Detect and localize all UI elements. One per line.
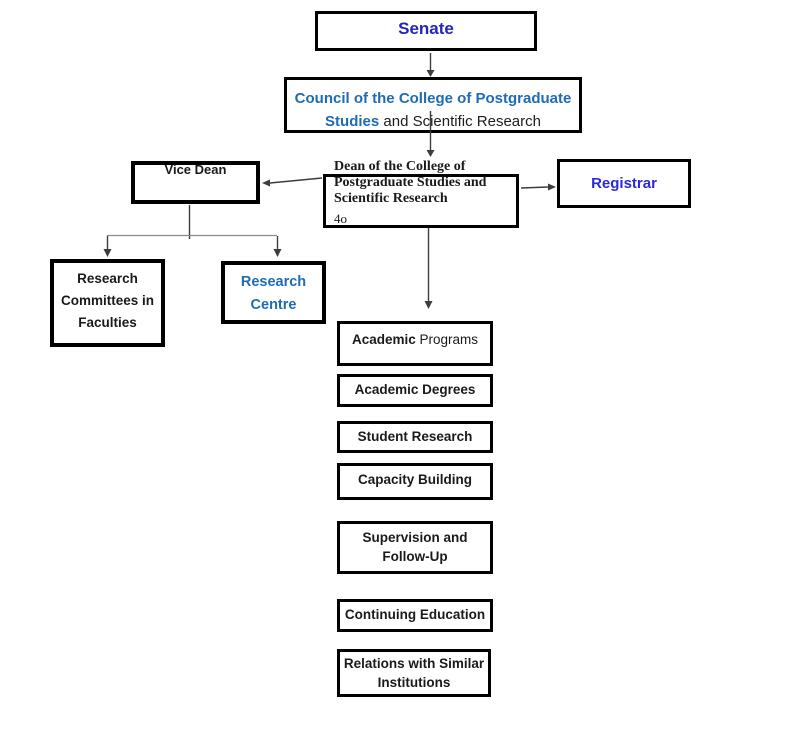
node-academic-degrees: Academic Degrees [337,374,493,407]
node-continuing-education-label: Continuing Education [344,607,486,622]
node-council: Council of the College of Postgraduate S… [284,77,582,133]
node-council-line2: Studies and Scientific Research [287,110,579,133]
node-relations-institutions: Relations with Similar Institutions [337,649,491,697]
node-dean: Dean of the College of Postgraduate Stud… [323,159,519,228]
node-research-centre-line1: Research [240,274,307,290]
node-senate: Senate [315,11,537,51]
node-research-committees: Research Committees in Faculties [50,259,165,347]
node-registrar-label: Registrar [591,175,657,192]
node-research-committees-line3: Faculties [78,315,137,330]
node-dean-note: 4o [334,211,347,226]
arrowhead-dean-vice-dean [262,179,270,187]
node-dean-title: Dean of the College of Postgraduate Stud… [326,159,516,207]
node-continuing-education: Continuing Education [337,599,493,632]
node-dean-line1: Dean of the College of [334,159,466,174]
node-supervision-line1: Supervision and [362,530,468,545]
node-dean-line2: Postgraduate Studies and [334,175,487,190]
connector-dean-vice-dean [269,177,323,184]
arrowhead-dean-registrar [548,183,556,191]
arrowhead-senate-council [426,70,435,77]
node-vice-dean-label: Vice Dean [164,162,227,177]
node-senate-label: Senate [398,19,454,38]
node-relations-line2: Institutions [377,675,451,690]
node-student-research: Student Research [337,421,493,453]
arrowhead-branch-committees [103,249,112,257]
arrowhead-branch-centre [273,249,282,257]
node-student-research-label: Student Research [357,429,473,444]
node-council-line2-bold: Studies [325,113,380,130]
node-council-line2-rest: and Scientific Research [379,113,541,130]
node-academic-degrees-label: Academic Degrees [354,382,476,397]
node-dean-line3: Scientific Research [334,191,448,206]
node-research-centre: Research Centre [221,261,326,324]
node-academic-programs-bold: Academic [351,332,416,347]
node-research-centre-line2: Centre [250,297,297,313]
node-supervision-follow-up: Supervision and Follow-Up [337,521,493,574]
node-capacity-building: Capacity Building [337,463,493,500]
node-capacity-building-label: Capacity Building [357,472,472,487]
connector-dean-registrar [520,186,549,189]
node-vice-dean: Vice Dean [131,161,260,204]
node-council-line1: Council of the College of Postgraduate [294,90,572,107]
node-research-committees-line1: Research [77,271,138,286]
node-research-committees-line2: Committees in [60,293,155,308]
node-supervision-line2: Follow-Up [382,549,448,564]
node-academic-programs-rest: Programs [415,332,479,347]
node-registrar: Registrar [557,159,691,208]
arrowhead-dean-programs [424,301,433,309]
arrowhead-council-dean [426,150,435,157]
node-relations-line1: Relations with Similar [343,656,485,671]
node-academic-programs: Academic Programs [337,321,493,366]
